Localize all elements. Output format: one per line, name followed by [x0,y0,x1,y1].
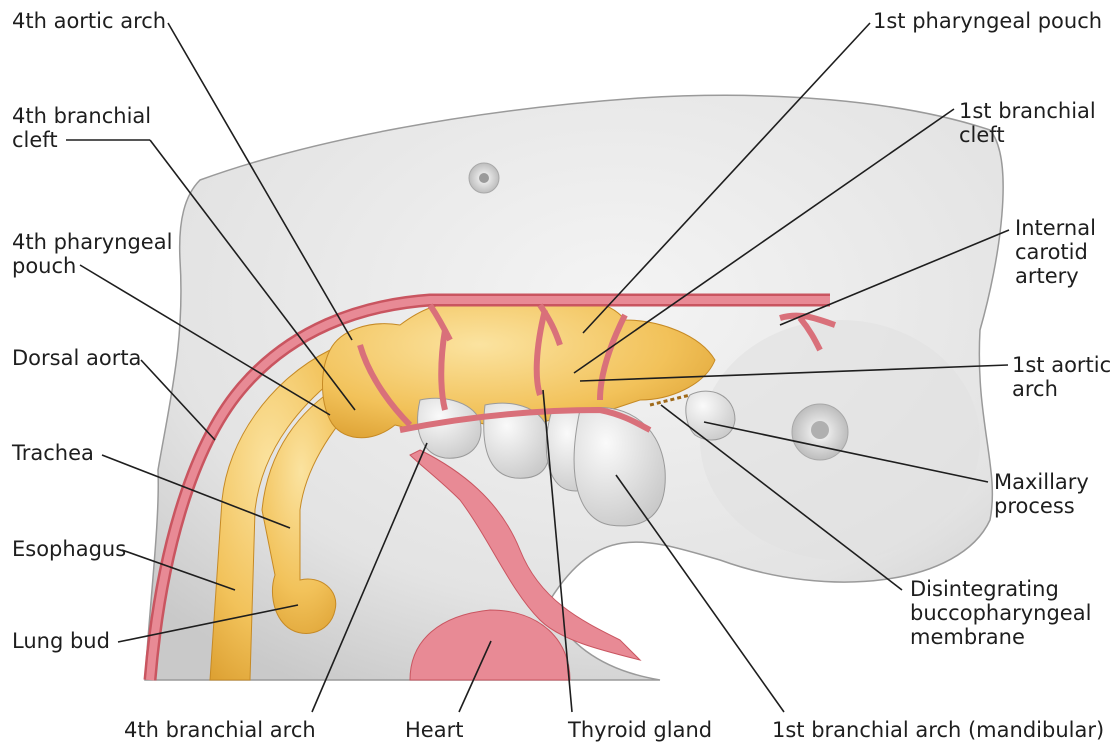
label-buccopharyngeal-membrane: Disintegrating buccopharyngeal membrane [910,577,1091,649]
label-4th-pharyngeal-pouch: 4th pharyngeal pouch [12,230,172,278]
label-4th-branchial-arch: 4th branchial arch [124,718,316,742]
label-esophagus: Esophagus [12,537,126,561]
label-trachea: Trachea [12,441,94,465]
label-heart: Heart [405,718,463,742]
label-4th-branchial-cleft: 4th branchial cleft [12,104,151,152]
label-thyroid-gland: Thyroid gland [568,718,712,742]
label-1st-branchial-arch: 1st branchial arch (mandibular) [772,718,1104,742]
label-1st-branchial-cleft: 1st branchial cleft [959,99,1096,147]
label-1st-aortic-arch: 1st aortic arch [1012,353,1111,401]
label-dorsal-aorta: Dorsal aorta [12,346,141,370]
label-lung-bud: Lung bud [12,629,110,653]
label-1st-pharyngeal-pouch: 1st pharyngeal pouch [873,9,1102,33]
label-4th-aortic-arch: 4th aortic arch [12,9,166,33]
label-maxillary-process: Maxillary process [994,470,1089,518]
label-internal-carotid-artery: Internal carotid artery [1015,216,1096,288]
